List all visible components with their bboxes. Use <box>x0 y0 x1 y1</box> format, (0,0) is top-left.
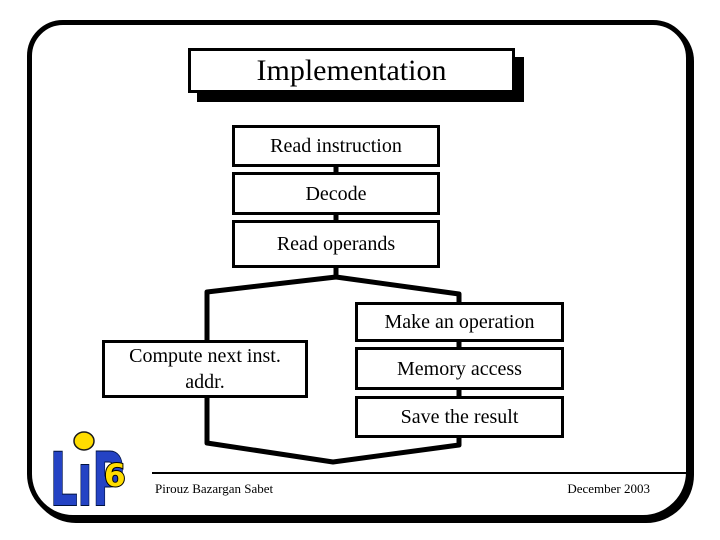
footer-date: December 2003 <box>567 481 650 496</box>
logo-letters: LıP <box>50 438 124 516</box>
flow-box-make-operation: Make an operation <box>355 302 564 342</box>
flow-box-label: Read operands <box>276 233 396 255</box>
flow-box-label: Save the result <box>400 406 519 428</box>
flow-box-label: Make an operation <box>384 311 535 333</box>
logo-digit: 6 <box>104 458 126 494</box>
footer-divider <box>152 472 689 474</box>
branch-loop-line <box>204 274 462 465</box>
flow-box-memory-access: Memory access <box>355 347 564 390</box>
flow-box-label: Read instruction <box>270 135 402 157</box>
flow-box-save-result: Save the result <box>355 396 564 438</box>
lip6-logo: LıP 6 <box>49 431 127 516</box>
flow-box-compute-next-addr: Compute next inst. addr. <box>102 340 308 398</box>
footer-author: Pirouz Bazargan Sabet <box>155 481 274 496</box>
flow-box-label: Memory access <box>397 357 522 380</box>
flow-box-decode: Decode <box>232 172 440 215</box>
slide-title: Implementation <box>256 53 447 87</box>
flow-box-read-operands: Read operands <box>232 220 440 268</box>
slide-title-box: Implementation <box>188 48 515 93</box>
logo-i-dot <box>73 431 95 451</box>
flow-box-label: Compute next inst. addr. <box>129 345 281 393</box>
flow-box-label: Decode <box>305 182 367 205</box>
flow-box-read-instruction: Read instruction <box>232 125 440 167</box>
